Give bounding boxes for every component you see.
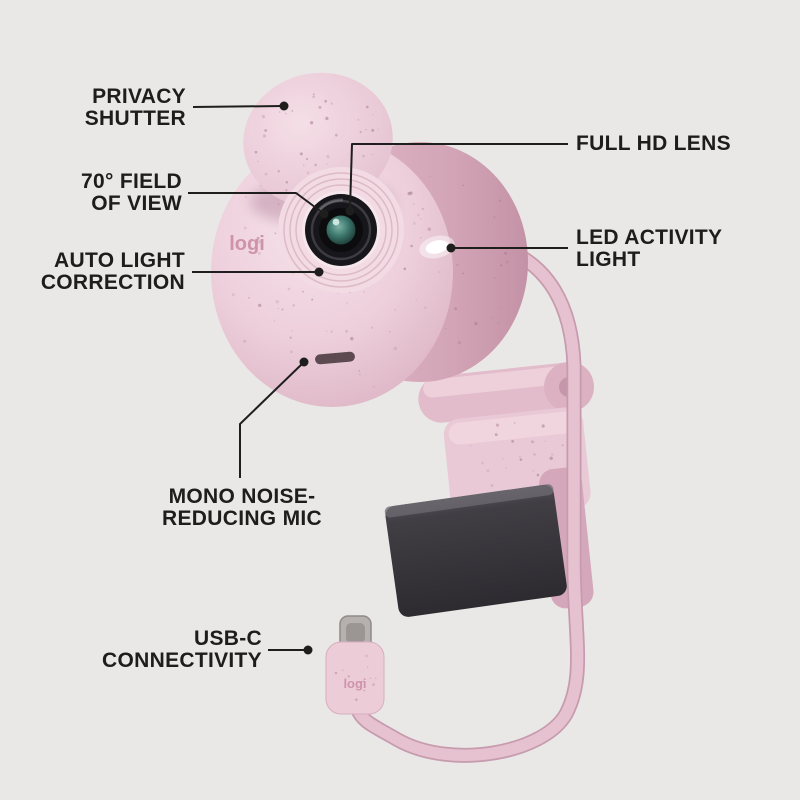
label-privacy-shutter: PRIVACY SHUTTER bbox=[84, 85, 186, 130]
label-mono-noise-reducing-mic: MONO NOISE- REDUCING MIC bbox=[162, 485, 322, 530]
mic-part bbox=[315, 351, 355, 365]
callout-line-privacy-shutter bbox=[192, 105, 284, 108]
label-full-hd-lens: FULL HD LENS bbox=[576, 132, 731, 155]
callout-line-field-of-view bbox=[188, 192, 324, 214]
lens-part bbox=[278, 167, 404, 293]
brand-logo-body: logi bbox=[229, 233, 265, 255]
label-field-of-view: 70° FIELD OF VIEW bbox=[81, 170, 182, 215]
mount-clip-part bbox=[384, 362, 594, 617]
led-activity-light-part bbox=[419, 235, 455, 259]
label-usb-c-connectivity: USB-C CONNECTIVITY bbox=[102, 627, 262, 672]
callout-line-mono-mic bbox=[239, 362, 304, 478]
label-auto-light-correction: AUTO LIGHT CORRECTION bbox=[40, 249, 185, 294]
webcam-body: logi bbox=[211, 72, 528, 407]
callout-lines bbox=[188, 105, 568, 651]
callout-line-full-hd-lens bbox=[349, 143, 568, 210]
brand-logo-connector: logi bbox=[343, 676, 366, 691]
callout-dots bbox=[279, 101, 456, 655]
usb-c-connector-part: logi bbox=[325, 615, 385, 715]
label-led-activity-light: LED ACTIVITY LIGHT bbox=[576, 226, 723, 271]
usb-cable bbox=[349, 238, 586, 763]
clip-plate bbox=[384, 484, 567, 617]
